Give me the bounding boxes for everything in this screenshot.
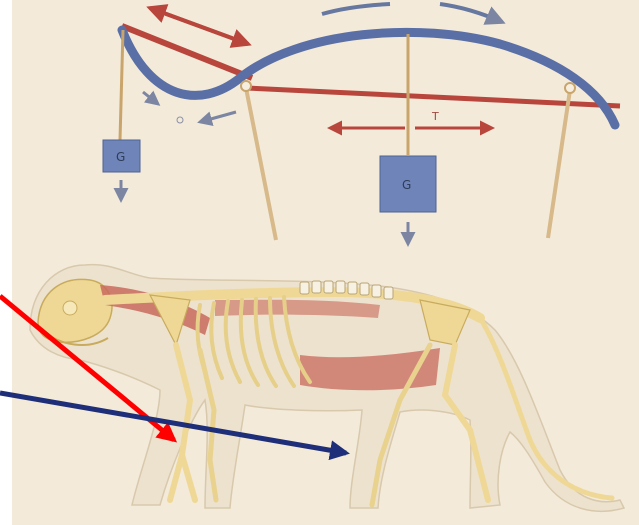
joint-right [565, 83, 575, 93]
left-white-margin [0, 0, 12, 525]
weight-center-label: G [402, 178, 411, 192]
joint-left [241, 81, 251, 91]
weight-left-label: G [116, 150, 125, 164]
eye-socket [63, 301, 77, 315]
tension-label: T [431, 110, 439, 123]
